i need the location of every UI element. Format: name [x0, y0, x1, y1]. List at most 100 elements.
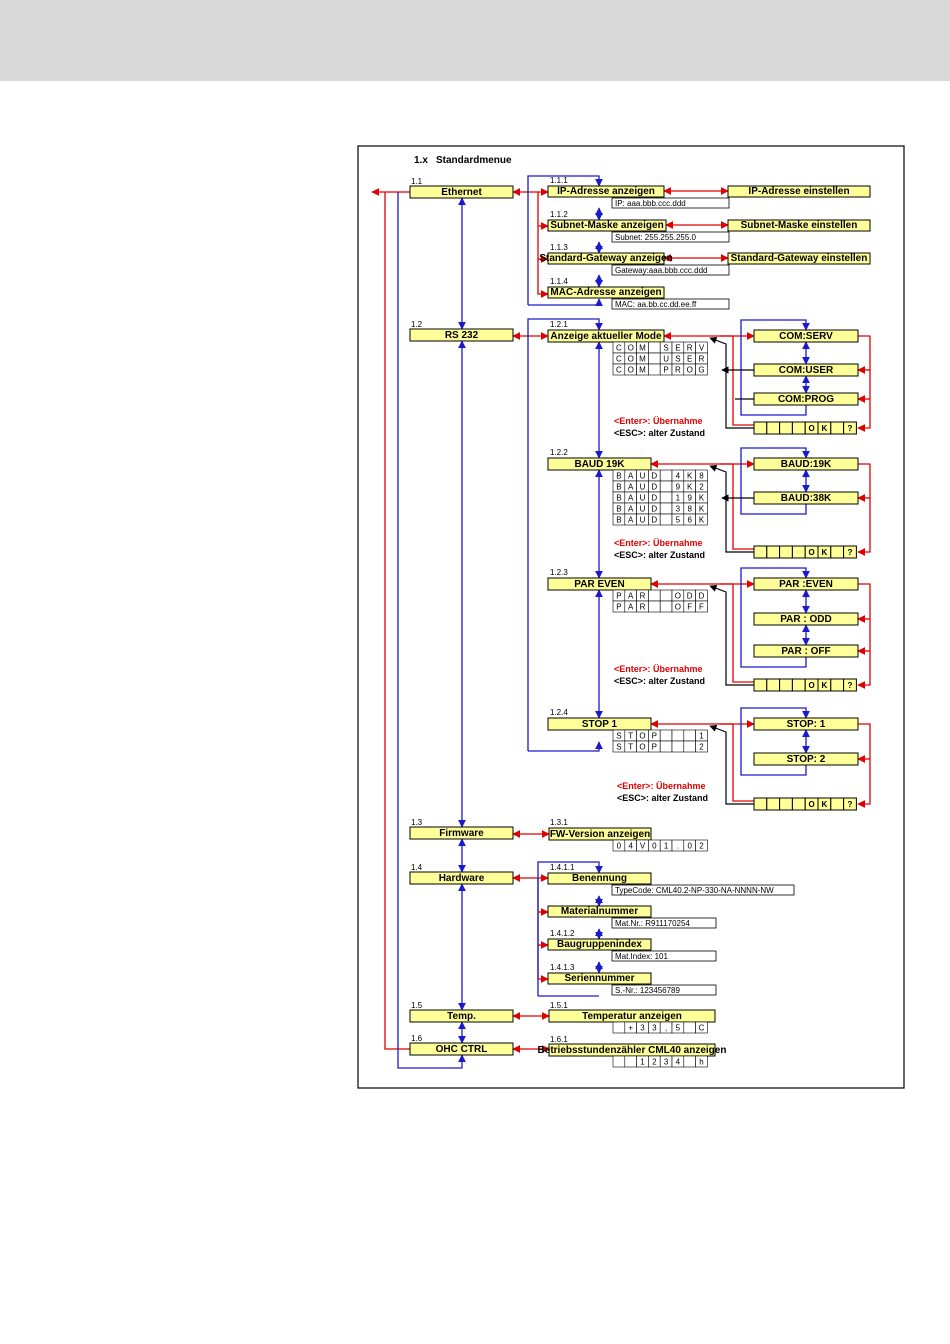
rs232-sub-number-4: 1.2.4	[550, 708, 568, 717]
ethernet-sub-4[interactable]: MAC-Adresse anzeigen	[547, 286, 665, 299]
connector	[709, 584, 754, 686]
main-menu-ethernet[interactable]: Ethernet	[409, 185, 514, 199]
hardware-info-4: S.-Nr.: 123456789	[611, 984, 717, 996]
rs232-sub-3[interactable]: PAR EVEN	[547, 577, 652, 591]
ok-cell	[791, 545, 806, 559]
grid-char: T	[628, 732, 633, 741]
grid-char: 9	[687, 494, 692, 503]
ethernet-info-1-text: IP: aaa.bbb.ccc.ddd	[615, 199, 686, 208]
grid-char: S	[616, 732, 621, 741]
hardware-info-1-box	[611, 884, 795, 896]
ethernet-info-2-box	[611, 231, 730, 243]
grid-char: C	[699, 1024, 705, 1033]
ethernet-set-1[interactable]: IP-Adresse einstellen	[727, 185, 871, 198]
connector	[537, 878, 549, 983]
ethernet-sub-number-2: 1.1.2	[550, 210, 568, 219]
rs232-option-3-2[interactable]: PAR : ODD	[753, 612, 859, 626]
rs232-sub-2[interactable]: BAUD 19K	[547, 457, 652, 471]
grid-char: 3	[676, 505, 681, 514]
ok-cell	[791, 678, 806, 692]
rs232-option-4-1[interactable]: STOP: 1	[753, 717, 859, 731]
grid-char: D	[651, 505, 657, 514]
main-menu-rs-232[interactable]: RS 232	[409, 328, 514, 342]
rs232-option-1-1-label: COM:SERV	[779, 331, 833, 342]
grid-char: V	[699, 344, 705, 353]
main-menu-firmware[interactable]: Firmware	[409, 826, 514, 840]
ok-char: O	[808, 800, 814, 809]
grid-cell	[648, 352, 661, 365]
hardware-info-2-box	[611, 917, 717, 929]
rs232-sub-1[interactable]: Anzeige aktueller Mode	[547, 329, 665, 343]
ethernet-info-1-box	[611, 197, 730, 209]
connector	[527, 318, 603, 751]
ok-char: O	[808, 424, 814, 433]
grid-char: 2	[699, 842, 704, 851]
rs232-sub-4[interactable]: STOP 1	[547, 717, 652, 731]
firmware-sub-number: 1.3.1	[550, 818, 568, 827]
firmware-sub[interactable]: FW-Version anzeigen	[548, 827, 652, 841]
ethernet-sub-2[interactable]: Subnet-Maske anzeigen	[547, 219, 667, 232]
ethernet-sub-4-label: MAC-Adresse anzeigen	[550, 287, 661, 298]
grid-char: O	[628, 366, 634, 375]
connector-lines	[371, 175, 871, 1069]
grid-char: E	[675, 344, 680, 353]
ohc-sub-label: Betriebsstundenzähler CML40 anzeigen	[538, 1045, 727, 1056]
rs232-sub-3-label: PAR EVEN	[574, 579, 624, 590]
rs232-option-3-1[interactable]: PAR :EVEN	[753, 577, 859, 591]
ethernet-set-2-label: Subnet-Maske einstellen	[741, 220, 858, 231]
ohc-sub[interactable]: Betriebsstundenzähler CML40 anzeigen	[538, 1043, 727, 1057]
grid-char: K	[687, 472, 693, 481]
hardware-sub-2[interactable]: Materialnummer	[547, 905, 652, 918]
hardware-info-4-box	[611, 984, 717, 996]
grid-char: O	[675, 603, 681, 612]
ok-cell	[766, 421, 781, 435]
grid-char: R	[640, 592, 646, 601]
main-menu-hardware-box	[409, 871, 514, 885]
main-menu-hardware[interactable]: Hardware	[409, 871, 514, 885]
main-menu-temp--box	[409, 1009, 514, 1023]
connector	[857, 583, 871, 689]
grid-char: D	[687, 592, 693, 601]
grid-char: B	[616, 472, 621, 481]
hardware-sub-1-box	[547, 872, 652, 885]
rs232-option-1-2[interactable]: COM:USER	[753, 363, 859, 377]
grid-char: A	[628, 472, 634, 481]
rs232-option-3-2-box	[753, 612, 859, 626]
grid-char: 8	[687, 505, 692, 514]
rs232-option-3-3[interactable]: PAR : OFF	[753, 644, 859, 658]
hardware-sub-3[interactable]: Baugruppenindex	[547, 938, 652, 951]
ethernet-set-2[interactable]: Subnet-Maske einstellen	[727, 219, 871, 232]
hardware-sub-4[interactable]: Seriennummer	[547, 972, 652, 985]
hardware-sub-1[interactable]: Benennung	[547, 872, 652, 885]
rs232-option-2-1[interactable]: BAUD:19K	[753, 457, 859, 471]
temp-sub[interactable]: Temperatur anzeigen	[548, 1009, 716, 1023]
ethernet-set-3[interactable]: Standard-Gateway einstellen	[727, 252, 871, 265]
rs232-option-3-2-label: PAR : ODD	[780, 614, 831, 625]
grid-cell	[695, 1021, 708, 1034]
main-menu-temp-[interactable]: Temp.	[409, 1009, 514, 1023]
hardware-info-4-text: S.-Nr.: 123456789	[615, 986, 680, 995]
ok-cell	[753, 678, 768, 692]
grid-char: A	[628, 483, 634, 492]
rs232-option-1-1[interactable]: COM:SERV	[753, 329, 859, 343]
grid-char: .	[677, 842, 679, 851]
grid-char: K	[699, 494, 705, 503]
ok-char: O	[808, 548, 814, 557]
grid-char: O	[675, 592, 681, 601]
ethernet-set-1-box	[727, 185, 871, 198]
grid-cell	[659, 589, 673, 602]
ethernet-sub-1[interactable]: IP-Adresse anzeigen	[547, 185, 665, 198]
rs232-option-1-3[interactable]: COM:PROG	[753, 392, 859, 406]
rs232-option-2-2[interactable]: BAUD:38K	[753, 491, 859, 505]
main-menu-ohc-ctrl[interactable]: OHC CTRL	[409, 1042, 514, 1056]
grid-char: P	[652, 743, 657, 752]
ethernet-sub-3[interactable]: Standard-Gateway anzeigen	[539, 252, 673, 265]
rs232-option-4-2[interactable]: STOP: 2	[753, 752, 859, 766]
